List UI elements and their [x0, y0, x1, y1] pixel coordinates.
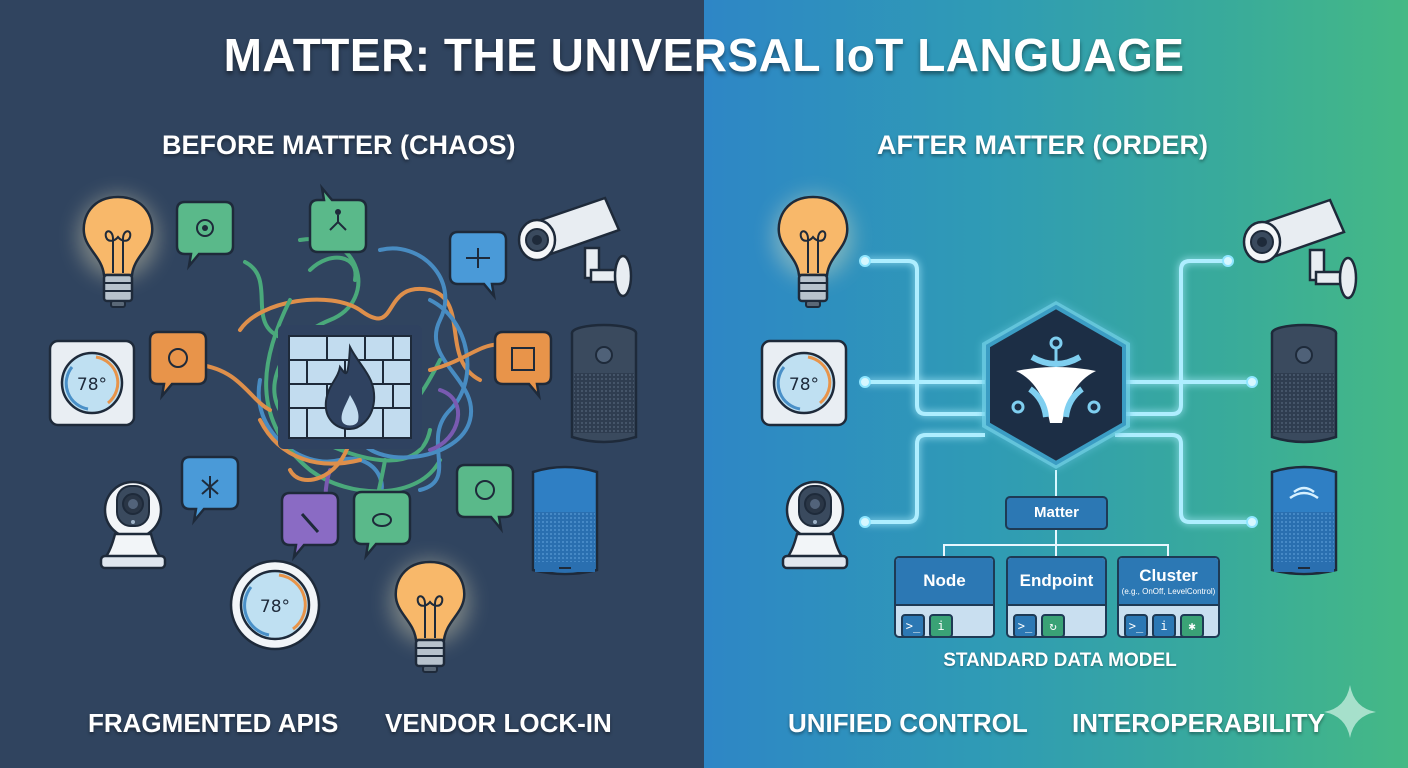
code-window-bubble-icon	[493, 330, 553, 398]
footer-vendor-lock-in: VENDOR LOCK-IN	[385, 708, 612, 738]
endpoint-card: Endpoint >_ ↻	[1006, 556, 1107, 638]
gear-bubble-orange-icon	[148, 330, 208, 398]
page-title: MATTER: THE UNIVERSAL IoT LANGUAGE	[223, 29, 1185, 81]
cluster-label: Cluster	[1139, 566, 1198, 585]
info-icon: i	[1152, 614, 1176, 636]
data-model-caption: STANDARD DATA MODEL	[943, 650, 1177, 671]
sparkle-icon	[1324, 685, 1376, 738]
matter-logo-icon	[982, 301, 1130, 469]
terminal-icon: >_	[1013, 614, 1037, 636]
bee-bubble-icon	[352, 490, 412, 558]
speech-bubbles	[148, 186, 553, 559]
smart-speaker-icon-right	[1270, 323, 1338, 444]
before-heading: BEFORE MATTER (CHAOS)	[162, 130, 516, 160]
gear-bubble-green-icon	[455, 463, 515, 531]
thermostat-reading-2: 78°	[260, 597, 290, 617]
indoor-camera-icon-right	[781, 480, 849, 570]
info-icon: i	[929, 614, 953, 636]
terminal-icon: >_	[901, 614, 925, 636]
gear-bubble-icon	[175, 200, 235, 268]
light-bulb-icon-right	[773, 195, 853, 307]
indoor-camera-icon	[99, 480, 167, 570]
footer-interoperability: INTEROPERABILITY	[1072, 708, 1325, 738]
light-bulb-icon-2	[390, 560, 470, 672]
after-heading: AFTER MATTER (ORDER)	[877, 130, 1208, 160]
firewall-icon	[278, 325, 422, 449]
security-camera-icon-right	[1242, 198, 1358, 300]
sparkle-chip-icon: ✱	[1180, 614, 1204, 636]
security-camera-icon	[517, 196, 633, 298]
footer-fragmented-apis: FRAGMENTED APIS	[88, 708, 339, 738]
glowing-connections	[865, 259, 1252, 524]
terminal-icon: >_	[1124, 614, 1148, 636]
endpoint-label: Endpoint	[1019, 571, 1094, 590]
smart-speaker-icon	[570, 323, 638, 444]
light-bulb-icon	[78, 195, 158, 307]
footer-unified-control: UNIFIED CONTROL	[788, 708, 1028, 738]
cluster-card: Cluster (e.g., OnOff, LevelControl) >_ i…	[1117, 556, 1220, 638]
node-card: Node >_ i	[894, 556, 995, 638]
refresh-icon: ↻	[1041, 614, 1065, 636]
matter-root-box: Matter	[1005, 496, 1108, 530]
smart-speaker-blue-icon	[531, 465, 599, 576]
thermostat-reading-right: 78°	[789, 375, 819, 395]
round-thermostat-icon	[229, 559, 321, 651]
smart-speaker-blue-icon-right	[1270, 465, 1338, 576]
thermostat-reading: 78°	[77, 375, 107, 395]
node-label: Node	[923, 571, 966, 590]
cluster-example: (e.g., OnOff, LevelControl)	[1121, 587, 1216, 596]
